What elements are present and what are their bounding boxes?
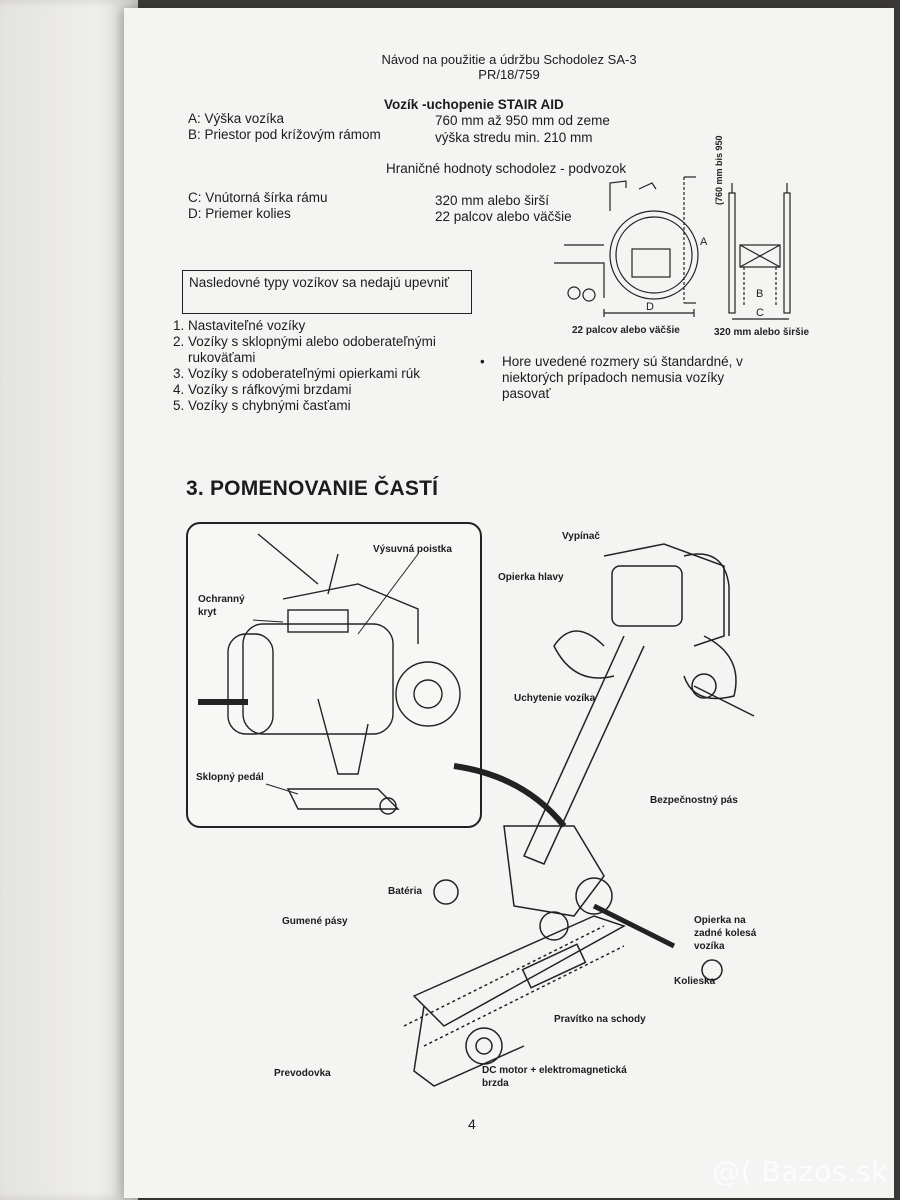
unsupported-box-title: Nasledovné typy vozíkov sa nedajú upevni… [189,275,450,290]
label-dc-motor-1: DC motor + elektromagnetická [482,1065,627,1076]
dim-label-b: B [756,288,763,300]
dim-label-d: D [646,301,654,313]
detail-inset: Výsuvná poistka Ochranný kryt Sklopný pe… [186,522,482,828]
label-pravitko: Pravítko na schody [554,1014,646,1025]
list-item: Vozíky s sklopnými alebo odoberateľnými … [188,334,488,366]
label-opierka-kolesa-3: vozíka [694,941,725,952]
spec-row-a-label: A: Výška vozíka [188,111,285,126]
previous-page-edge [0,0,138,1200]
label-prevodovka: Prevodovka [274,1068,331,1079]
limit-row-c-value: 320 mm alebo širší [435,193,550,208]
limit-row-d-value: 22 palcov alebo väčšie [435,209,572,224]
label-vypinac: Vypínač [562,531,600,542]
label-kolieska: Kolieska [674,976,716,987]
label-bezpecnostny-pas: Bezpečnostný pás [650,795,738,806]
label-vysuvna-poistka: Výsuvná poistka [373,544,452,555]
track-closeup-drawing [198,533,461,815]
bazos-watermark: @( Bazos.sk [712,1155,888,1188]
section-title: 3. POMENOVANIE ČASTÍ [186,477,439,500]
label-ochranny-kryt-1: Ochranný [198,594,245,605]
label-sklopny-pedal: Sklopný pedál [196,772,264,783]
limit-row-d-label: D: Priemer kolies [188,206,291,221]
label-opierka-hlavy: Opierka hlavy [498,572,564,583]
label-uchytenie-vozika: Uchytenie vozíka [514,693,596,704]
dimension-note: Hore uvedené rozmery sú štandardné, v ni… [480,354,772,402]
spec-row-b-value: výška stredu min. 210 mm [435,130,593,145]
label-opierka-kolesa-2: zadné kolesá [694,928,757,939]
spec-title: Vozík -uchopenie STAIR AID [384,97,564,112]
caption-wheel-diameter: 22 palcov alebo väčšie [572,325,680,336]
stair-climber-drawing [403,543,755,1087]
list-item: Nastaviteľné vozíky [188,318,488,334]
page-number: 4 [468,1116,476,1132]
header-doc-number: PR/18/759 [478,67,540,82]
spec-row-b-label: B: Priestor pod krížovým rámom [188,127,381,142]
list-item: Vozíky s odoberateľnými opierkami rúk [188,366,488,382]
list-item: Vozíky s ráfkovými brzdami [188,382,488,398]
dim-label-c: C [756,307,764,319]
label-ochranny-kryt-2: kryt [198,607,217,618]
header-title: Návod na použitie a údržbu Schodolez SA-… [381,52,637,67]
spec-row-a-value: 760 mm až 950 mm od zeme [435,113,610,128]
dim-vertical-label: (760 mm bis 950 mm) [714,133,724,205]
limit-row-c-label: C: Vnútorná šírka rámu [188,190,328,205]
limits-title: Hraničné hodnoty schodolez - podvozok [386,161,627,176]
dim-label-a: A [700,236,708,248]
manual-page: Návod na použitie a údržbu Schodolez SA-… [124,8,894,1198]
label-dc-motor-2: brzda [482,1078,509,1089]
label-bateria: Batéria [388,886,422,897]
unsupported-box: Nasledovné typy vozíkov sa nedajú upevni… [182,270,472,314]
caption-frame-width: 320 mm alebo širšie [714,327,809,338]
unsupported-list: Nastaviteľné vozíky Vozíky s sklopnými a… [170,318,488,414]
list-item: Vozíky s chybnými časťami [188,398,488,414]
label-gumene-pasy: Gumené pásy [282,916,348,927]
label-opierka-kolesa-1: Opierka na [694,915,746,926]
wheelchair-dimension-diagram: (760 mm bis 950 mm) A D B C 22 palcov al… [554,133,809,338]
